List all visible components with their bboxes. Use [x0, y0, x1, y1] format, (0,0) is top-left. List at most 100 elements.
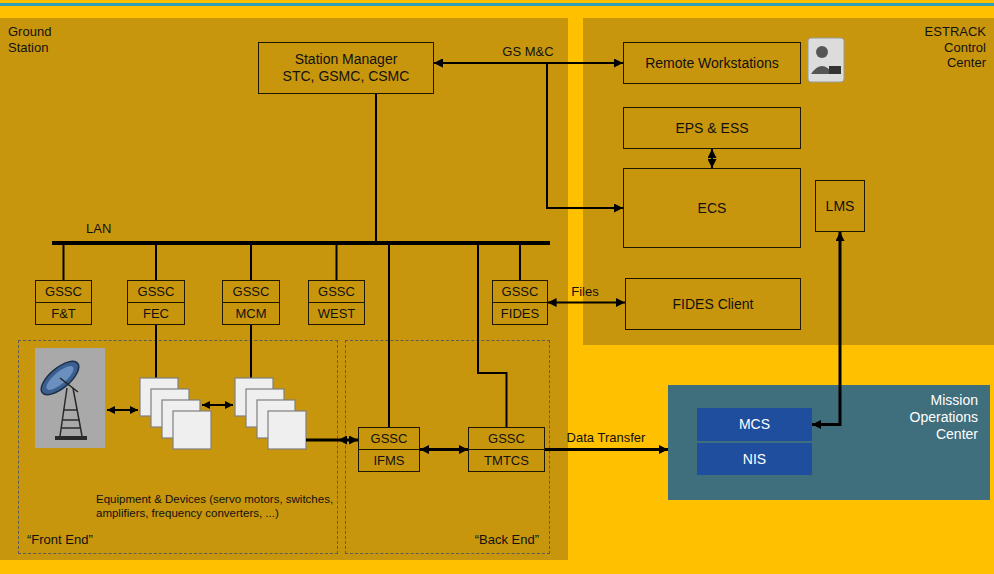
box-label: FIDES Client — [673, 296, 754, 313]
device-symbol — [162, 400, 200, 438]
antenna-pedestal — [60, 388, 82, 436]
box-label: ECS — [698, 200, 727, 217]
device-symbol — [151, 389, 189, 427]
device-caption: Equipment & Devices (servo motors, switc… — [96, 493, 336, 521]
connector — [376, 94, 507, 427]
antenna-dish — [36, 356, 84, 401]
connector — [434, 62, 623, 64]
edge-label: GS M&C — [502, 44, 553, 60]
process-box: FIDES Client — [625, 278, 801, 330]
icon-head — [816, 46, 828, 58]
gssc-box: GSSCIFMS — [358, 427, 420, 472]
box-label: GSSC — [493, 281, 546, 303]
box-label: FIDES — [493, 303, 546, 324]
box-label: IFMS — [359, 450, 419, 471]
connector — [812, 232, 840, 425]
control-wire — [155, 340, 157, 378]
antenna-dish-inner — [43, 362, 77, 393]
antenna-boom — [60, 378, 78, 392]
edge-label: Files — [571, 284, 598, 300]
connector — [420, 448, 468, 451]
connector — [250, 325, 252, 340]
edge-label-holder: Data Transfer — [567, 430, 646, 446]
region-title: Mission Operations Center — [910, 392, 978, 442]
process-box: Station ManagerSTC, GSMC, CSMC — [258, 42, 434, 94]
bus-label: LAN — [86, 221, 111, 237]
gssc-box: GSSCWEST — [308, 280, 365, 325]
box-label: TMTCS — [469, 450, 544, 471]
process-box: ECS — [623, 168, 801, 248]
control-center-region: ESTRACK Control CenterRemote Workstation… — [583, 18, 994, 345]
region-title: “Front End” — [27, 532, 93, 548]
label-holder: LAN — [86, 221, 111, 237]
connector — [376, 94, 389, 427]
icon-frame — [808, 38, 844, 82]
antenna-background — [35, 348, 105, 448]
connector — [545, 448, 668, 451]
lan-bus — [52, 241, 550, 245]
icon-laptop — [829, 66, 841, 74]
box-label: LMS — [826, 198, 855, 215]
antenna-base — [55, 436, 87, 440]
device-symbol — [246, 389, 284, 427]
connector — [338, 439, 358, 442]
connector — [548, 302, 625, 304]
top-rule — [0, 3, 994, 6]
operations-center-region: Mission Operations Center MCS NIS — [668, 385, 990, 500]
process-box: Remote Workstations — [623, 42, 801, 84]
gssc-box: GSSCTMTCS — [468, 427, 545, 472]
gssc-box: GSSCF&T — [35, 280, 92, 325]
connector — [251, 94, 376, 280]
region-title: “Back End” — [475, 532, 539, 548]
box-label: Station Manager — [295, 51, 398, 68]
gssc-box: GSSCFEC — [127, 280, 185, 325]
process-box: LMS — [815, 180, 865, 232]
device-symbol — [268, 411, 306, 449]
equipment-stack — [140, 378, 211, 449]
box-label: FEC — [128, 303, 184, 324]
icon-body — [811, 66, 833, 74]
box-label: GSSC — [309, 281, 364, 303]
signal-wire — [306, 439, 338, 442]
gssc-box: GSSCFIDES — [492, 280, 547, 325]
box-label: NIS — [743, 451, 766, 468]
box-label: GSSC — [469, 428, 544, 450]
station-region: Ground StationStation ManagerSTC, GSMC, … — [0, 18, 568, 560]
box-label: GSSC — [359, 428, 419, 450]
antenna-picture — [35, 348, 105, 448]
box-label: STC, GSMC, CSMC — [283, 68, 410, 85]
region-title: ESTRACK Control Center — [925, 24, 986, 71]
connector — [711, 149, 713, 168]
box-label: GSSC — [128, 281, 184, 303]
connector — [156, 94, 376, 280]
signal-arrow — [202, 404, 233, 406]
edge-label-holder: Files — [571, 284, 598, 300]
box-label: EPS & ESS — [675, 120, 748, 137]
connector — [337, 94, 377, 280]
device-symbol — [140, 378, 178, 416]
region-title: Ground Station — [8, 24, 51, 55]
system-box: MCS — [697, 408, 812, 441]
device-symbol — [173, 411, 211, 449]
box-label: WEST — [309, 303, 364, 324]
operator-icon — [808, 38, 844, 82]
box-label: Remote Workstations — [645, 55, 779, 72]
front-end-group: Equipment & Devices (servo motors, switc… — [18, 340, 338, 554]
device-symbol — [257, 400, 295, 438]
back-end-group: “Back End”GSSCIFMSGSSCTMTCS — [345, 340, 550, 554]
box-label: F&T — [36, 303, 91, 324]
equipment-stack — [235, 378, 306, 449]
box-label: MCM — [223, 303, 279, 324]
control-wire — [250, 340, 252, 378]
process-box: EPS & ESS — [623, 107, 801, 149]
connector — [434, 63, 623, 208]
edge-label-holder: GS M&C — [502, 44, 553, 60]
box-label: MCS — [739, 416, 770, 433]
edge-label: Data Transfer — [567, 430, 646, 446]
connector — [155, 325, 157, 340]
connector — [376, 94, 520, 280]
system-box: NIS — [697, 443, 812, 475]
gssc-box: GSSCMCM — [222, 280, 280, 325]
box-label: GSSC — [223, 281, 279, 303]
device-symbol — [235, 378, 273, 416]
